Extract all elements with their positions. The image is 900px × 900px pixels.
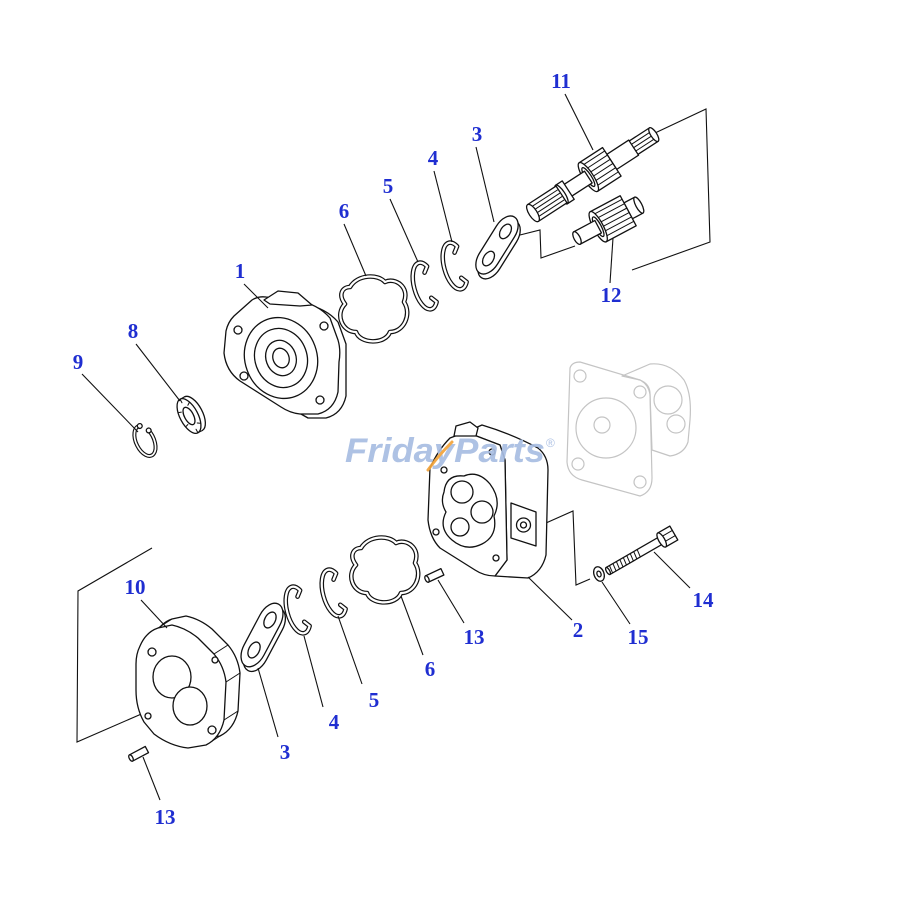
watermark-logo: FridayParts ® (345, 432, 555, 472)
part-6-gasket-lower (351, 538, 418, 603)
callout-12: 12 (601, 283, 622, 307)
part-15-washer (592, 566, 606, 582)
callout-1: 1 (235, 259, 246, 283)
part-4-seal-upper (438, 241, 468, 292)
leader-13-lower (142, 756, 161, 801)
part-13-dowel-pin-right (424, 567, 445, 583)
part-14-bolt (604, 525, 679, 576)
leader-2 (527, 576, 573, 621)
leader-15 (601, 581, 631, 625)
bracket-upper-plate (515, 229, 576, 259)
housing-bore (172, 686, 208, 726)
leader-8 (135, 343, 181, 402)
watermark-swoosh (426, 440, 454, 472)
leader-11 (564, 93, 594, 151)
callout-9: 9 (73, 350, 84, 374)
callout-6-upper: 6 (339, 199, 350, 223)
callout-8: 8 (128, 319, 139, 343)
bracket-lower-right (536, 510, 591, 586)
callout-4-lower: 4 (329, 710, 340, 734)
leader-14 (653, 551, 691, 589)
callout-13-right: 13 (464, 625, 485, 649)
leader-10 (140, 599, 168, 629)
leader-4-upper (433, 170, 453, 243)
callout-14: 14 (693, 588, 715, 612)
callout-10: 10 (125, 575, 146, 599)
callout-5-upper: 5 (383, 174, 394, 198)
leader-13-right (437, 579, 465, 624)
leader-lines (81, 93, 691, 801)
leader-1 (243, 283, 269, 309)
callout-13-lower: 13 (155, 805, 176, 829)
part-8-bearing-nut (176, 395, 207, 434)
bolt-hole (319, 321, 329, 331)
part-12-driven-gear-shaft (572, 195, 645, 245)
leader-3-upper (475, 146, 495, 223)
bolt-hole (239, 371, 249, 381)
part-11-drive-shaft (525, 127, 660, 223)
bolt-hole (233, 325, 243, 335)
part-1-front-cover-flange (223, 290, 347, 419)
part-9-snap-ring (132, 422, 158, 458)
part-5-backup-ring-lower (317, 568, 347, 619)
callout-15: 15 (628, 625, 649, 649)
leader-3-lower (257, 667, 279, 738)
leader-9 (81, 373, 139, 433)
callout-4-upper: 4 (428, 146, 439, 170)
part-6-gasket-upper (340, 277, 407, 342)
part-13-dowel-pin-lower (128, 745, 150, 762)
part-10-gear-housing (135, 615, 241, 749)
part-2-pump-body (427, 421, 549, 579)
bracket-upper-right (631, 108, 711, 271)
callout-3-upper: 3 (472, 122, 483, 146)
callout-3-lower: 3 (280, 740, 291, 764)
bolt-hole (315, 395, 325, 405)
part-5-backup-ring-upper (408, 261, 438, 312)
leader-12 (609, 237, 614, 284)
callout-5-lower: 5 (369, 688, 380, 712)
leader-6-lower (400, 595, 424, 656)
housing-bore (152, 655, 192, 699)
faded-mating-pump-section (566, 361, 691, 497)
leader-6-upper (343, 223, 367, 277)
callout-labels: 11 3 4 5 6 1 12 8 9 10 2 14 15 13 6 5 4 … (73, 69, 714, 829)
part-4-seal-lower (281, 585, 311, 636)
callout-2: 2 (573, 618, 584, 642)
part-3-side-plate-lower (235, 598, 292, 677)
callout-6-lower: 6 (425, 657, 436, 681)
bracket-lower-left (76, 547, 153, 743)
callout-11: 11 (551, 69, 571, 93)
leader-4-lower (303, 635, 324, 708)
leader-5-upper (389, 198, 419, 263)
part-3-side-plate-upper (469, 210, 527, 285)
leader-5-lower (337, 615, 363, 685)
watermark-registered-mark: ® (546, 436, 555, 450)
